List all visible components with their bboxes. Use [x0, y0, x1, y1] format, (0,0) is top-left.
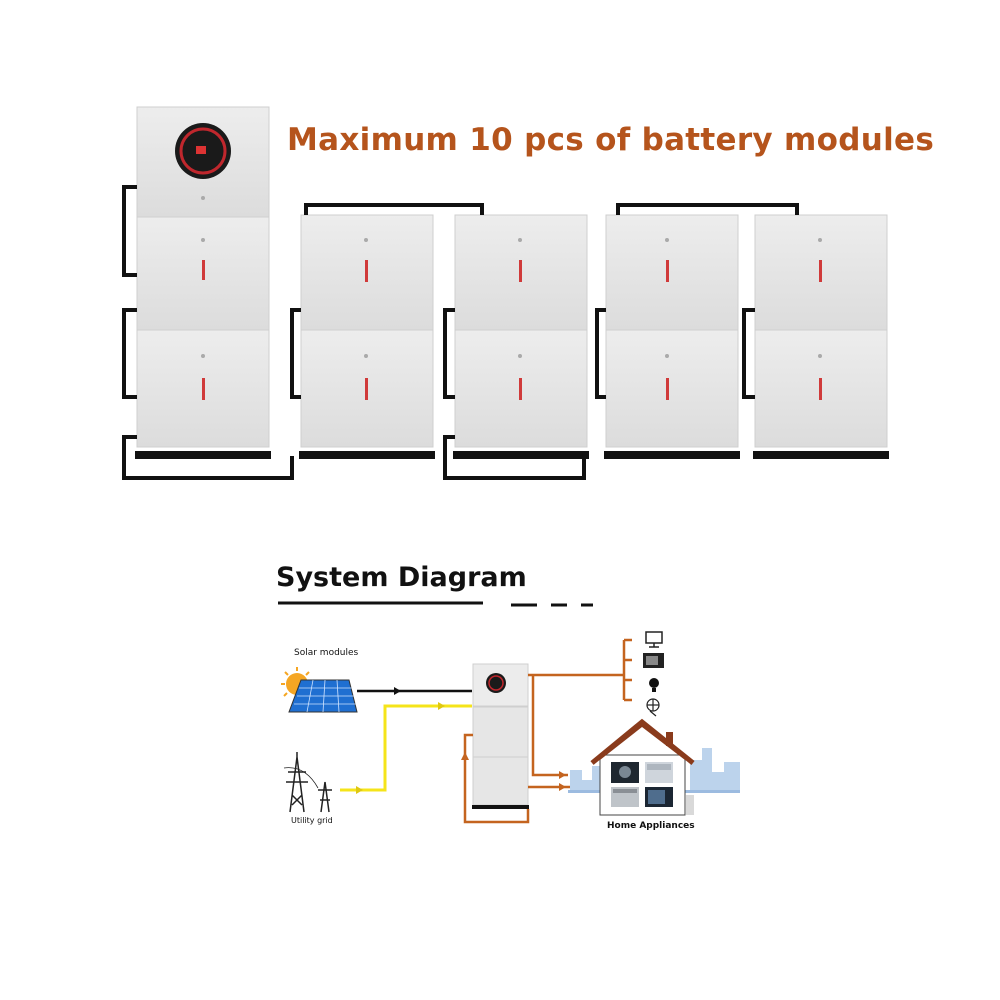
ac-arrows: [461, 752, 566, 791]
power-tower-icon: [283, 752, 332, 813]
title-underline: [278, 601, 593, 607]
home-appliances-label: Home Appliances: [607, 821, 695, 831]
battery-cables: [122, 185, 799, 480]
inverter-unit: [136, 106, 270, 218]
monitor-icon: [645, 631, 663, 648]
solar-modules-label: Solar modules: [294, 648, 359, 658]
solar-line: [357, 687, 472, 695]
system-inverter-stack: [472, 663, 529, 809]
grid-line: [340, 702, 472, 794]
house-icon: [568, 718, 740, 816]
solar-panel-icon: [288, 679, 358, 713]
battery-stack-2: [299, 214, 435, 459]
fan-icon: [646, 698, 660, 717]
battery-stack-3: [453, 214, 589, 459]
bulb-icon: [649, 678, 659, 692]
headline: Maximum 10 pcs of battery modules: [287, 122, 935, 158]
utility-grid-label: Utility grid: [291, 816, 333, 825]
system-diagram-title: System Diagram: [276, 562, 527, 593]
battery-stack-4: [604, 214, 740, 459]
battery-stack-5: [753, 214, 889, 459]
tv-icon: [643, 653, 664, 668]
